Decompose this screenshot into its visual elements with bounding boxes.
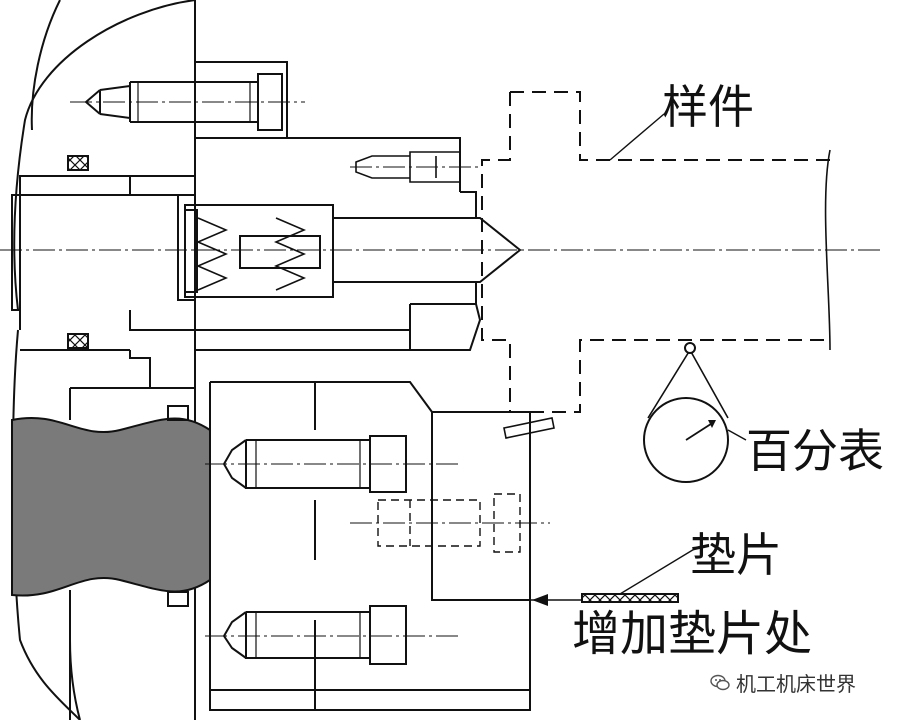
lower-seal-plug-bot [167, 591, 189, 607]
plunger-tip [333, 217, 522, 283]
shim-piece [581, 593, 679, 603]
plunger-pin [239, 235, 321, 269]
dial-label-line [727, 429, 747, 441]
housing-inner-arc [30, 0, 81, 720]
upper-body [19, 137, 461, 330]
spring-left [195, 217, 229, 291]
wedge [503, 417, 555, 439]
spring-housing [184, 204, 334, 298]
sample-label: 样件 [662, 80, 754, 134]
lower-seal-plug-top [167, 405, 189, 421]
dial-gauge-stem [647, 349, 729, 419]
shim-label-line [619, 547, 697, 595]
spring-right [273, 217, 307, 291]
wechat-icon [710, 674, 730, 690]
add-shim-location-label: 增加垫片处 [572, 606, 813, 662]
housing-outline [11, 0, 196, 720]
dial-gauge-circle [643, 397, 729, 483]
sample-break [824, 149, 831, 351]
dial-gauge-pointer [685, 421, 715, 441]
dial-gauge-contact [684, 342, 696, 354]
watermark: 机工机床世界 [710, 668, 856, 697]
sample-label-line [609, 113, 665, 161]
shim-label: 垫片 [690, 528, 782, 582]
left-plug [11, 194, 21, 311]
spring-cap [184, 209, 198, 293]
shaded-section [11, 416, 211, 597]
upper-seal-x [67, 155, 89, 171]
watermark-text: 机工机床世界 [736, 672, 856, 696]
lower-right-block [209, 381, 531, 711]
hidden-bolt [377, 493, 521, 553]
lower-seal-x [67, 333, 89, 349]
lower-plate [210, 599, 530, 691]
plunger-housing [129, 194, 196, 331]
lower-body [20, 349, 196, 720]
sample-outline [481, 91, 830, 413]
plunger-guide [409, 191, 482, 351]
dial-gauge-label: 百分表 [746, 424, 884, 478]
body-lower-step [195, 329, 411, 351]
